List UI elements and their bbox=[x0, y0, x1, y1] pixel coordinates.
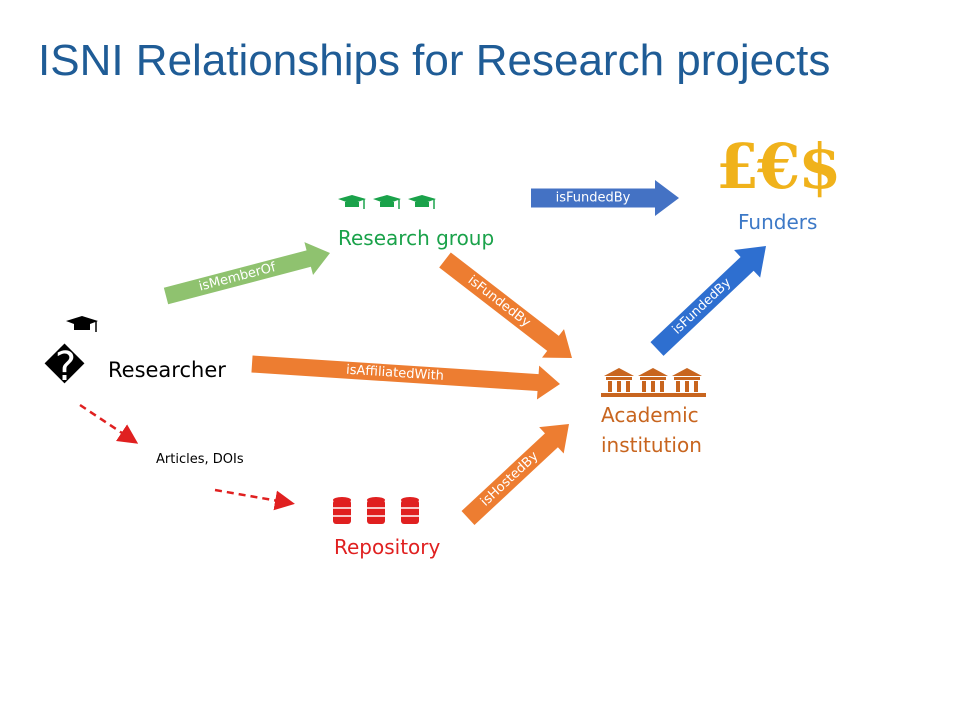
arrow-is-affiliated-with-label: isAffiliatedWith bbox=[346, 363, 445, 384]
arrow-group-institution-label: isFundedBy bbox=[465, 273, 534, 331]
arrow-group-funders-shape bbox=[531, 180, 679, 216]
research-group-label: Research group bbox=[338, 226, 495, 250]
arrow-is-hosted-by-label: isHostedBy bbox=[478, 449, 542, 510]
dashed-link-researcher-articles bbox=[79, 403, 139, 444]
arrow-is-affiliated-with-shape bbox=[251, 355, 561, 400]
dashed-link-articles-repository bbox=[214, 488, 295, 511]
funders-label: Funders bbox=[738, 210, 818, 234]
currency-icon: £€$ bbox=[716, 130, 841, 203]
arrow-institution-funders-label: isFundedBy bbox=[670, 275, 735, 337]
arrow-group-is-funded-by-institution: isFundedBy bbox=[439, 252, 572, 358]
arrow-group-is-funded-by-funders: isFundedBy bbox=[531, 180, 679, 216]
academic-institution-label-line2: institution bbox=[601, 433, 702, 457]
institution-building-icon bbox=[601, 368, 706, 397]
graduation-cap-icon bbox=[66, 316, 98, 332]
mortarboard-icon bbox=[338, 195, 436, 209]
arrow-is-hosted-by: isHostedBy bbox=[461, 423, 570, 525]
researcher-label: Researcher bbox=[108, 358, 226, 382]
researcher-icon: � bbox=[44, 344, 86, 390]
academic-institution-label-line1: Academic bbox=[601, 403, 699, 427]
arrow-institution-funders-shape bbox=[650, 246, 766, 356]
page-title: ISNI Relationships for Research projects bbox=[38, 36, 831, 85]
arrow-is-affiliated-with: isAffiliatedWith bbox=[251, 355, 561, 400]
arrow-is-hosted-by-shape bbox=[461, 423, 570, 525]
arrow-institution-is-funded-by-funders: isFundedBy bbox=[650, 246, 766, 356]
arrow-is-member-of: isMemberOf bbox=[163, 242, 330, 305]
repository-label: Repository bbox=[334, 535, 441, 559]
arrow-is-member-of-label: isMemberOf bbox=[197, 260, 277, 295]
articles-dois-label: Articles, DOIs bbox=[156, 452, 244, 467]
arrow-is-member-of-shape bbox=[163, 242, 330, 305]
arrow-group-institution-shape bbox=[439, 252, 572, 358]
arrow-group-funders-label: isFundedBy bbox=[556, 191, 631, 206]
database-icon bbox=[333, 497, 419, 524]
